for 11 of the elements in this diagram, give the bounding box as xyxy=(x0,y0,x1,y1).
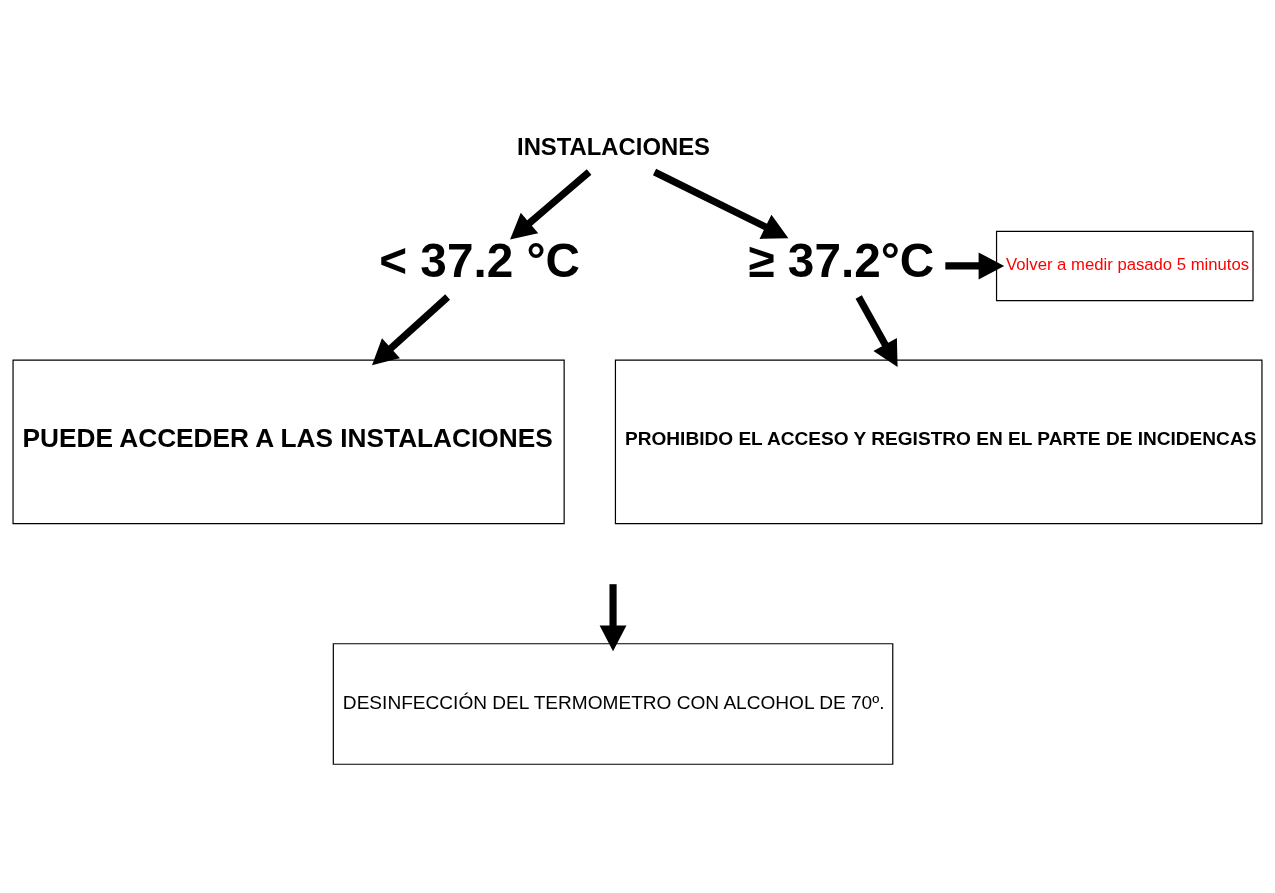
node-box: DESINFECCIÓN DEL TERMOMETRO CON ALCOHOL DE 70º. xyxy=(332,643,894,765)
arrow xyxy=(510,169,592,240)
node-box: PROHIBIDO EL ACCESO Y REGISTRO EN EL PARTE DE INCIDENCAS xyxy=(614,359,1263,525)
node-box: PUEDE ACCEDER A LAS INSTALACIONES xyxy=(12,359,565,525)
node-text: INSTALACIONES xyxy=(517,133,710,161)
arrow xyxy=(855,295,898,367)
node-text: ≥ 37.2°C xyxy=(748,233,935,287)
node-box: Volver a medir pasado 5 minutos xyxy=(995,230,1254,302)
node-text: < 37.2 °C xyxy=(379,233,580,287)
arrow xyxy=(372,294,450,366)
arrow xyxy=(652,168,789,239)
